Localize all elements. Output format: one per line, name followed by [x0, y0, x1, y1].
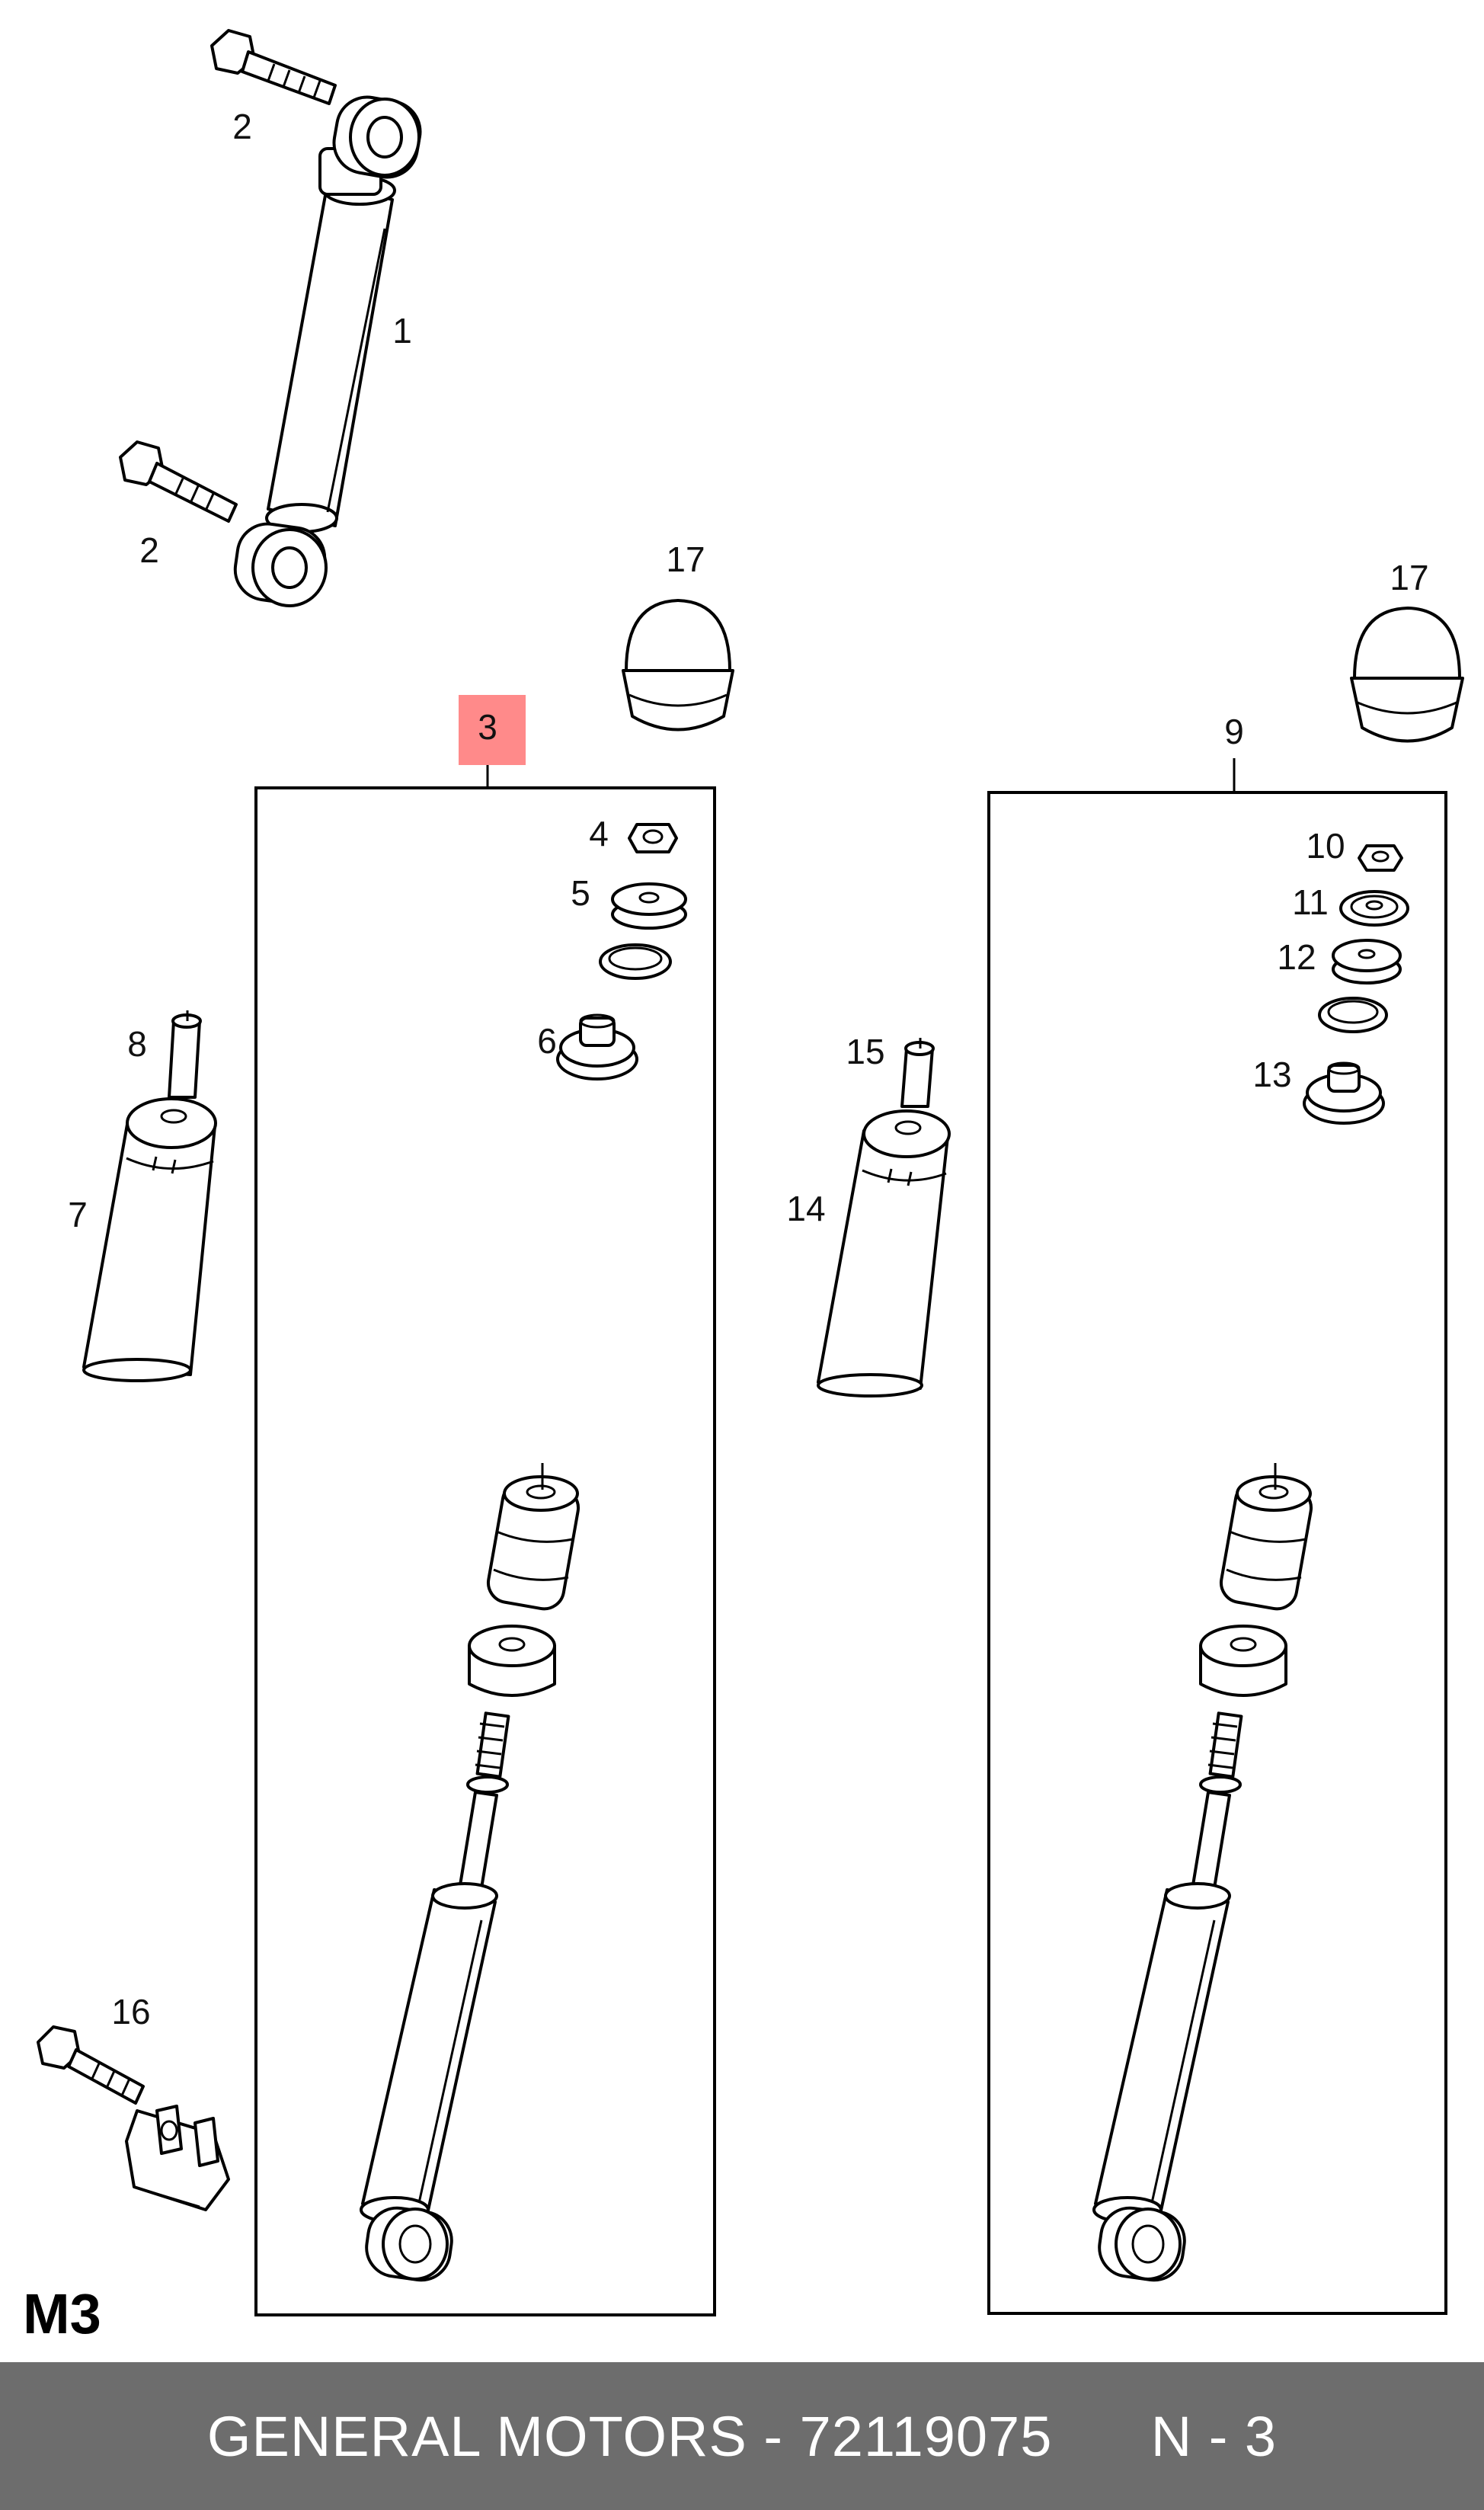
bracket-part-16[interactable]	[125, 2105, 230, 2211]
callout-15: 15	[846, 1032, 884, 1071]
mount-part-6[interactable]	[556, 1013, 638, 1081]
callout-11: 11	[1292, 882, 1329, 922]
kit-frame-part-3	[254, 786, 716, 2316]
footer-gap	[1052, 2404, 1150, 2469]
lower-bolt-part-2[interactable]	[119, 440, 238, 523]
nut-part-4[interactable]	[628, 823, 678, 853]
shock-absorber-part-1[interactable]	[265, 147, 396, 533]
callout-1: 1	[392, 311, 412, 351]
highlight-box-part-3[interactable]	[459, 695, 526, 765]
section-label: M3	[23, 2282, 101, 2345]
callout-9: 9	[1224, 712, 1244, 751]
footer-separator: -	[747, 2404, 800, 2468]
callout-17-right: 17	[1390, 558, 1428, 597]
callout-12: 12	[1277, 937, 1316, 977]
shock-absorber-left-kit[interactable]	[360, 1711, 510, 2284]
footer-brand: GENERAL MOTORS	[206, 2404, 747, 2468]
upper-bushing-eye[interactable]	[329, 92, 425, 182]
callout-5: 5	[571, 873, 590, 913]
ring-part-12[interactable]	[1318, 997, 1388, 1033]
callout-3: 3	[478, 707, 497, 747]
bolt-part-16[interactable]	[37, 2025, 145, 2105]
shock-absorber-right-kit[interactable]	[1092, 1711, 1243, 2284]
callout-2-lower: 2	[139, 530, 159, 570]
bump-stop-left[interactable]	[485, 1463, 581, 1612]
callout-13: 13	[1252, 1055, 1291, 1094]
callout-8: 8	[127, 1024, 147, 1064]
ring-part-5[interactable]	[599, 943, 672, 980]
dust-boot-part-7[interactable]	[82, 1097, 217, 1382]
callout-16: 16	[111, 1992, 150, 2031]
washer-part-12[interactable]	[1332, 939, 1402, 984]
callout-6: 6	[537, 1021, 557, 1061]
callout-2-upper: 2	[232, 107, 252, 146]
lower-bushing-eye[interactable]	[232, 520, 329, 607]
callout-7: 7	[68, 1195, 88, 1234]
bump-stop-cap-right-part-17[interactable]	[1350, 607, 1464, 743]
washer-part-5[interactable]	[611, 882, 687, 930]
spacer-part-8[interactable]	[168, 1010, 202, 1099]
bump-stop-cap-left-part-17[interactable]	[622, 599, 734, 732]
mount-part-13[interactable]	[1303, 1061, 1385, 1125]
footer-bar: GENERAL MOTORS - 72119075 N - 3	[0, 2362, 1484, 2510]
callout-10: 10	[1306, 826, 1345, 866]
callout-4: 4	[589, 814, 609, 853]
upper-bolt-part-2[interactable]	[210, 29, 337, 105]
callout-14: 14	[786, 1189, 825, 1228]
kit-frame-part-9	[987, 791, 1447, 2315]
callout-17-left: 17	[666, 539, 705, 579]
nut-part-10[interactable]	[1358, 844, 1403, 872]
footer-page: N - 3	[1150, 2404, 1278, 2468]
bump-stop-right[interactable]	[1218, 1463, 1314, 1612]
bushing-left[interactable]	[468, 1625, 556, 1697]
dust-boot-part-14[interactable]	[817, 1109, 951, 1397]
footer-part-number: 72119075	[799, 2404, 1053, 2468]
washer-part-11[interactable]	[1339, 890, 1409, 927]
spacer-part-15[interactable]	[900, 1038, 935, 1108]
bushing-right[interactable]	[1199, 1625, 1287, 1697]
